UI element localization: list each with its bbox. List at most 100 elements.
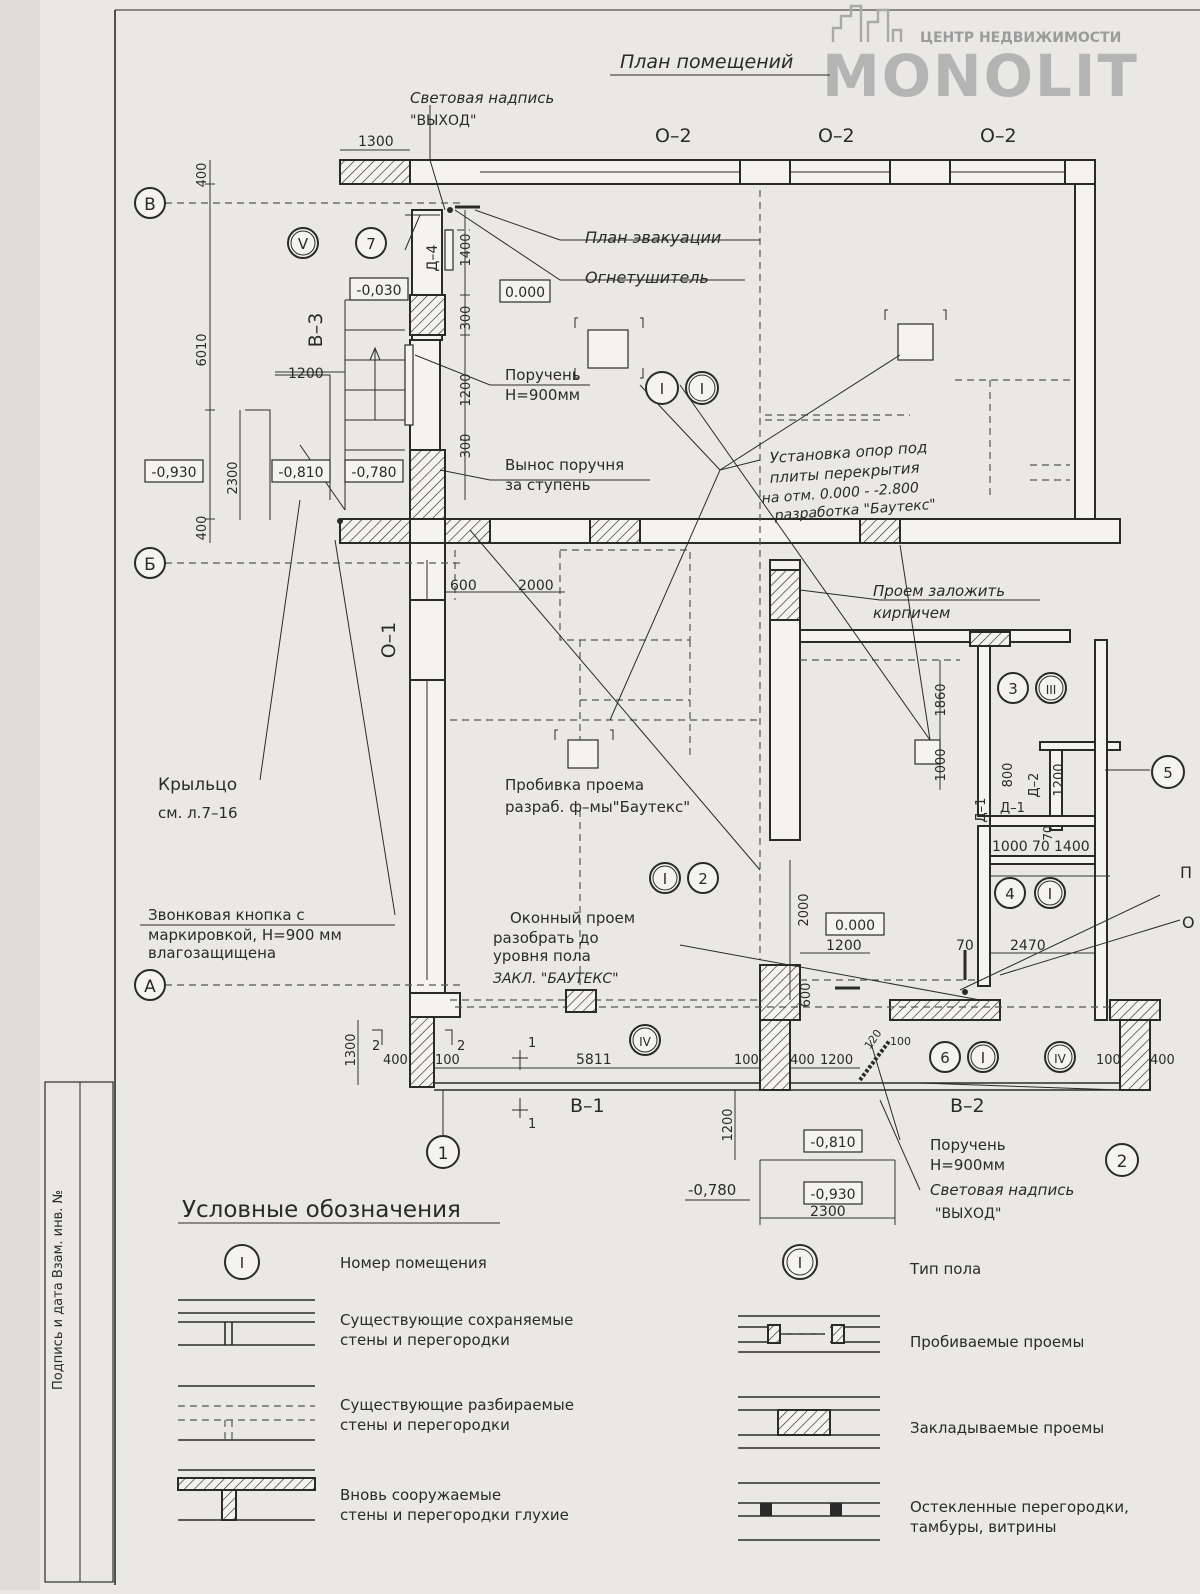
legend-demolished-symbol: [178, 1385, 315, 1441]
leader-lines: [259, 105, 1181, 1191]
floor-type-mark: I: [1048, 885, 1052, 903]
stair-mark: В–3: [305, 313, 327, 348]
dimension: 2300: [810, 1204, 846, 1220]
axis-label-a: А: [144, 977, 156, 997]
door-label: Д–2: [1027, 773, 1042, 798]
legend-glazed-symbol: [738, 1482, 880, 1541]
legend-demolished-2: стены и перегородки: [340, 1416, 510, 1434]
dimension: 1200: [288, 366, 324, 382]
floor-type-mark: I: [663, 870, 667, 888]
note-punch-2: разраб. ф–мы"Баутекс": [505, 798, 690, 816]
legend-title: Условные обозначения: [182, 1197, 461, 1223]
room-number: 7: [366, 235, 376, 253]
level-mark: -0,810: [810, 1135, 855, 1151]
dimension: 2470: [1010, 938, 1046, 954]
axis-bubble-2: [1105, 1143, 1139, 1177]
window-mark: О–2: [655, 125, 692, 147]
dimension: 1000: [934, 748, 949, 781]
punched-opening: [587, 329, 629, 369]
note-evac-plan: План эвакуации: [585, 228, 721, 247]
axis-label-2: 2: [1117, 1152, 1128, 1172]
dimension: 2000: [797, 893, 812, 926]
level-mark: 0.000: [835, 918, 875, 934]
legend-kept: Существующие сохраняемые: [340, 1311, 573, 1329]
level-mark: -0,780: [688, 1181, 736, 1199]
axis-bubble-1: [426, 1135, 460, 1169]
note-exit-sign-value: "ВЫХОД": [410, 113, 476, 129]
note-edge-p: П: [1180, 863, 1192, 882]
note-edge-o: О: [1182, 913, 1195, 932]
dimension: 400: [195, 516, 210, 541]
room-number: I: [660, 380, 664, 398]
punched-opening: [897, 323, 934, 361]
monolit-logo: ЦЕНТР НЕДВИЖИМОСТИ MONOLIT: [822, 4, 1137, 110]
axis-label-v: В: [144, 195, 156, 215]
dimension: 400: [1150, 1053, 1175, 1068]
grid-axes: В Б А 1 2: [134, 187, 1139, 1177]
dimension: 1200: [1052, 763, 1067, 796]
axis-label-b: Б: [144, 555, 156, 575]
note-handrail-ext-2: за ступень: [505, 476, 590, 494]
section-mark: 2: [457, 1039, 465, 1054]
punched-openings: [554, 309, 947, 1013]
note-exit-sign-b-value: "ВЫХОД": [935, 1206, 1001, 1222]
section-mark: 1: [528, 1117, 536, 1132]
level-mark: -0,810: [278, 465, 323, 481]
legend-room-number: Номер помещения: [340, 1254, 487, 1272]
dimension: 70: [956, 938, 974, 954]
room-number: 6: [940, 1049, 950, 1067]
note-handrail-ext: Вынос поручня: [505, 456, 624, 474]
dimension: 1200: [721, 1108, 736, 1141]
dimension: 300: [459, 434, 474, 459]
axis-bubble-b: [134, 547, 166, 579]
level-mark: 0.000: [505, 285, 545, 301]
room-number: 3: [1008, 680, 1018, 698]
dimension: 1300: [358, 134, 394, 150]
dimension: 800: [1001, 763, 1016, 788]
walls: [339, 159, 1161, 1091]
dimension: 400: [383, 1053, 408, 1068]
legend-new-walls-symbol: [177, 1469, 316, 1521]
dimension: 1000: [992, 839, 1028, 855]
note-porch-ref: см. л.7–16: [158, 804, 238, 822]
note-brick: Проем заложить: [873, 582, 1005, 600]
note-handrail-b-2: Н=900мм: [930, 1156, 1005, 1174]
dimension: 2300: [226, 461, 241, 494]
note-window-3: уровня пола: [493, 947, 591, 965]
level-mark: -0,780: [351, 465, 396, 481]
dimension: 100: [890, 1035, 911, 1048]
logo-buildings-icon: [831, 4, 903, 42]
note-handrail-height: Н=900мм: [505, 386, 580, 404]
level-mark: -0,930: [151, 465, 196, 481]
section-mark: 1: [528, 1036, 536, 1051]
note-punch: Пробивка проема: [505, 776, 644, 794]
legend-new-walls: Вновь сооружаемые: [340, 1486, 501, 1504]
entrance-mark-1: В–1: [570, 1095, 605, 1117]
legend-floor-type-symbol: [782, 1244, 818, 1280]
floor-type-mark: IV: [639, 1035, 652, 1049]
note-handrail-b: Поручень: [930, 1136, 1006, 1154]
punched-opening: [914, 739, 941, 765]
room-number: 5: [1163, 764, 1173, 782]
dimension: 1300: [344, 1033, 359, 1066]
legend-room-number-symbol: [224, 1244, 260, 1280]
legend: Условные обозначения I Номер помещения I…: [177, 1197, 1129, 1541]
note-window-2: разобрать до: [493, 929, 599, 947]
floor-type-mark: I: [981, 1049, 985, 1067]
dimension: 400: [195, 163, 210, 188]
floor-type-mark: V: [298, 235, 309, 253]
margin-stamp: Подпись и дата Взам. инв. №: [51, 1190, 66, 1390]
dimension: 5811: [576, 1052, 612, 1068]
legend-kept-2: стены и перегородки: [340, 1331, 510, 1349]
axis-bubble-a: [134, 969, 166, 1001]
floor-type-mark: III: [1046, 683, 1057, 697]
level-marks: -0,030 0.000 -0,930 -0,810 -0,780 0.000 …: [144, 277, 885, 1205]
legend-room-number-glyph: I: [240, 1254, 244, 1272]
dimension-values: 1300 400 6010 2300 400 1200 1400 300 120…: [195, 134, 1175, 1220]
page-title: План помещений: [620, 51, 793, 73]
annotations: Световая надпись "ВЫХОД" План эвакуации …: [140, 89, 1195, 1222]
floor-type-mark: IV: [1054, 1052, 1067, 1066]
dimension: 1200: [826, 938, 862, 954]
legend-glazed: Остекленные перегородки,: [910, 1498, 1129, 1516]
